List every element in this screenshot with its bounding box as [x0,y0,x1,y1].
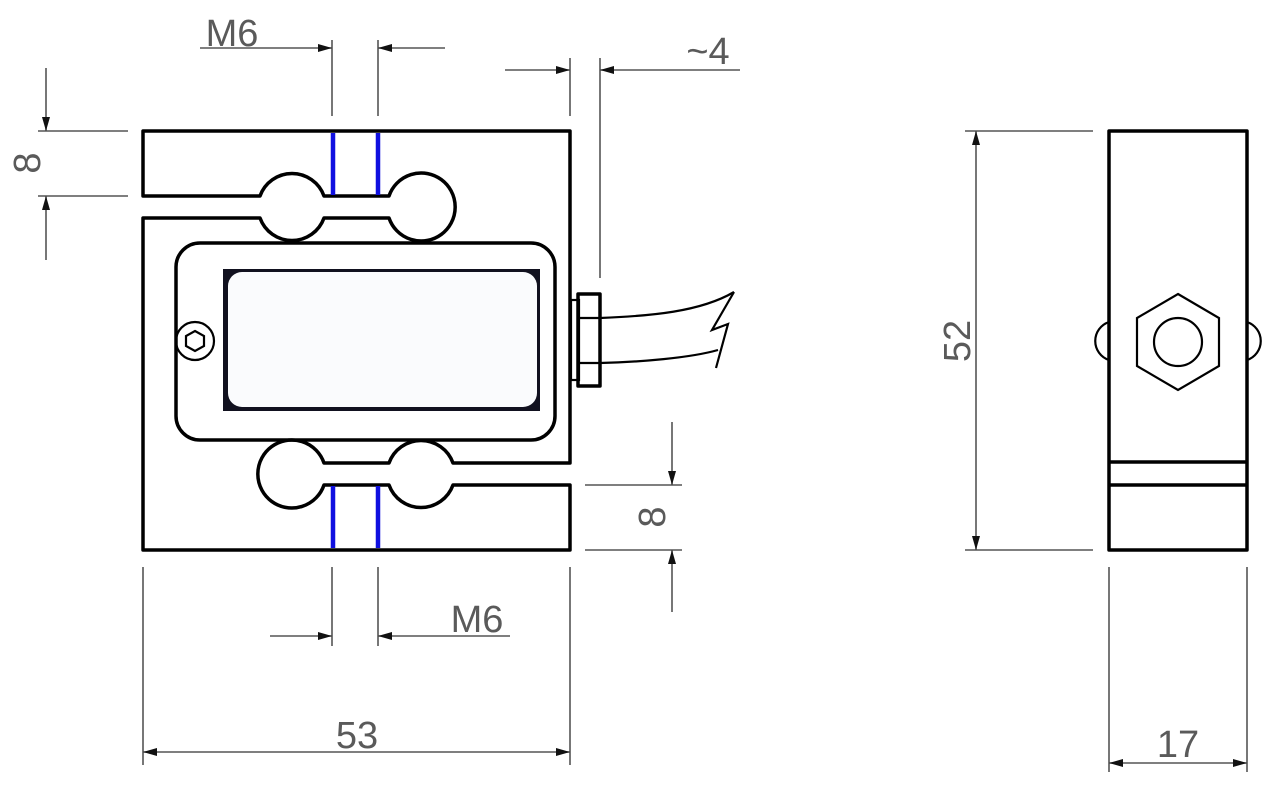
cable [599,291,735,369]
hex-nut-icon [1135,292,1221,392]
dim-thickness: 17 [1157,724,1199,766]
s-beam-body-outline [141,129,572,552]
side-view [1094,129,1262,552]
dim-height: 52 [937,320,979,362]
side-body [1107,129,1249,552]
dim-width: 53 [336,715,378,757]
dim-thread-bottom: M6 [451,599,504,641]
cable-gland [569,292,602,388]
dim-slot-bottom: 8 [632,506,674,527]
dim-cable-offset: ~4 [686,31,729,73]
side-bump-right [1246,320,1262,362]
hex-socket-icon [184,329,206,353]
screw-head [174,320,216,362]
dim-thread-top: M6 [206,13,259,55]
dim-slot-top: 8 [7,152,49,173]
strain-gauge [228,272,537,407]
front-view [141,129,735,552]
dimensions: M6 ~4 8 8 M6 53 52 [7,13,1248,772]
thread-markers [330,133,381,548]
side-bump-left [1094,320,1110,362]
cable-hole [1152,316,1204,368]
